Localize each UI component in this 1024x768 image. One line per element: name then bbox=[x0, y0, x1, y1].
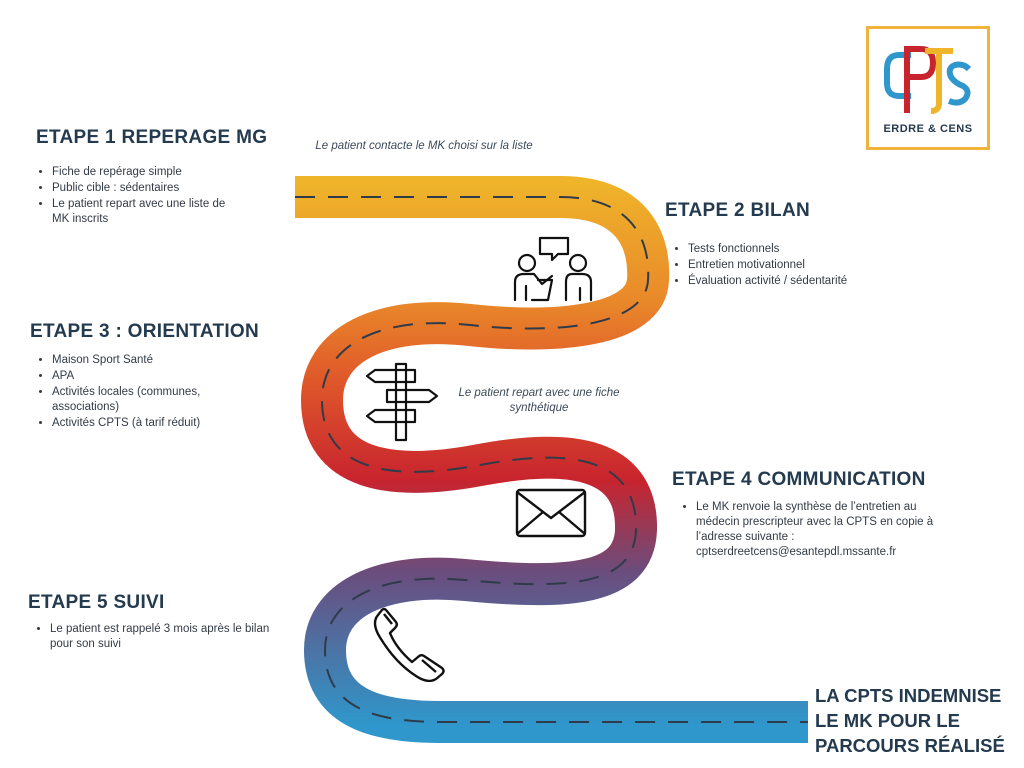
step5-list: Le patient est rappelé 3 mois après le b… bbox=[34, 622, 290, 653]
note-contact: Le patient contacte le MK choisi sur la … bbox=[315, 140, 533, 152]
logo-subtitle: ERDRE & CENS bbox=[883, 123, 973, 135]
list-item: Maison Sport Santé bbox=[52, 353, 252, 368]
step3-list: Maison Sport Santé APA Activités locales… bbox=[36, 353, 252, 432]
step3-title: ETAPE 3 : ORIENTATION bbox=[30, 321, 260, 342]
signpost-icon bbox=[365, 362, 439, 442]
list-item: Tests fonctionnels bbox=[688, 242, 928, 257]
final-line: LE MK POUR LE bbox=[815, 710, 960, 731]
cpts-logo: ERDRE & CENS bbox=[866, 26, 990, 150]
step4-title: ETAPE 4 COMMUNICATION bbox=[672, 469, 926, 490]
list-item: Le MK renvoie la synthèse de l’entretien… bbox=[696, 500, 944, 560]
list-item: Activités CPTS (à tarif réduit) bbox=[52, 416, 252, 431]
final-statement: LA CPTS INDEMNISE LE MK POUR LE PARCOURS… bbox=[815, 683, 1005, 758]
step1-list: Fiche de repérage simple Public cible : … bbox=[36, 165, 242, 228]
envelope-icon bbox=[515, 488, 587, 538]
step2-list: Tests fonctionnels Entretien motivationn… bbox=[672, 242, 928, 290]
list-item: Activités locales (communes, association… bbox=[52, 385, 252, 415]
list-item: Évaluation activité / sédentarité bbox=[688, 274, 928, 289]
final-line: PARCOURS RÉALISÉ bbox=[815, 735, 1005, 756]
step5-title: ETAPE 5 SUIVI bbox=[28, 592, 165, 613]
step1-title: ETAPE 1 REPERAGE MG bbox=[36, 127, 268, 148]
step2-title: ETAPE 2 BILAN bbox=[665, 200, 811, 221]
list-item: Le patient est rappelé 3 mois après le b… bbox=[50, 622, 290, 652]
phone-icon bbox=[373, 607, 445, 682]
note-fiche: Le patient repart avec une fiche synthét… bbox=[458, 387, 620, 414]
final-line: LA CPTS INDEMNISE bbox=[815, 685, 1002, 706]
list-item: Fiche de repérage simple bbox=[52, 165, 242, 180]
list-item: Public cible : sédentaires bbox=[52, 181, 242, 196]
list-item: APA bbox=[52, 369, 252, 384]
step4-list: Le MK renvoie la synthèse de l’entretien… bbox=[680, 500, 944, 561]
list-item: Le patient repart avec une liste de MK i… bbox=[52, 197, 242, 227]
conversation-icon bbox=[513, 236, 593, 302]
list-item: Entretien motivationnel bbox=[688, 258, 928, 273]
